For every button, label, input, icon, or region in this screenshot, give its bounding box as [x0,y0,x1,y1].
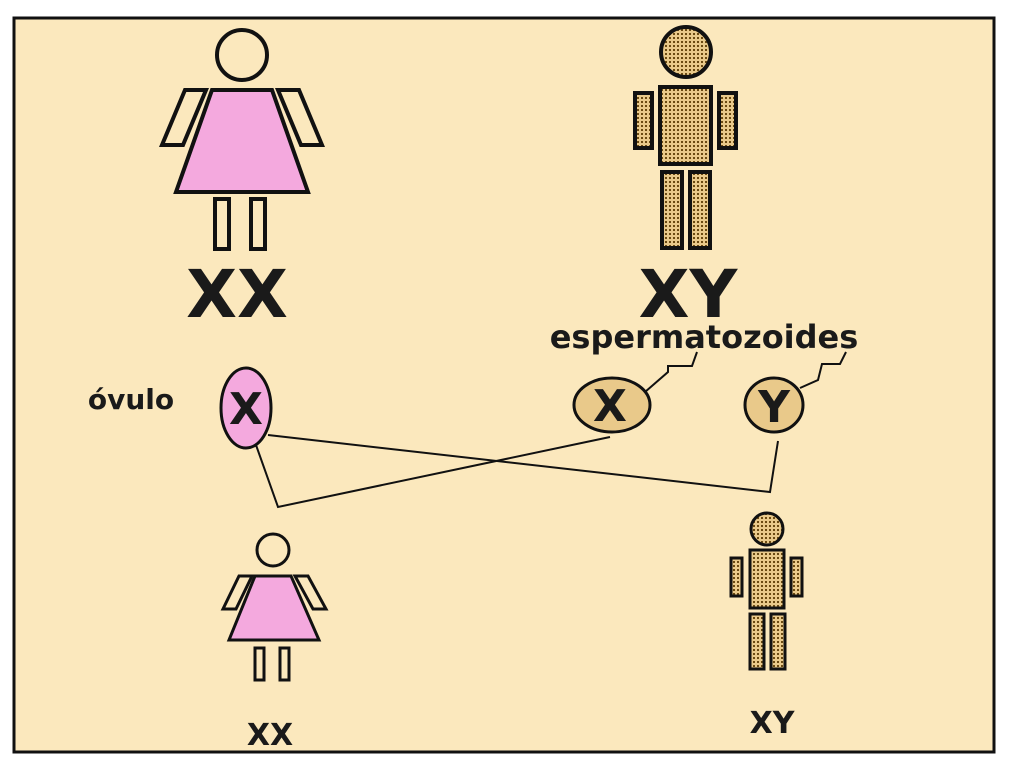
son-right-leg [769,612,787,671]
daughter-dress [226,574,322,642]
daughter-figure [220,532,329,682]
daughter-head [255,532,291,568]
son-head [749,511,785,547]
son-figure [729,511,804,671]
son-torso [748,548,786,610]
mother-right-leg [249,197,267,251]
daughter-right-arm [292,574,329,611]
father-left-arm [633,91,654,150]
cross-line-ovulo-to-y [267,434,779,494]
father-head [659,25,713,79]
ovulo-chromosome: X [229,384,263,435]
sperm-y-pointer [799,351,847,389]
son-left-leg [748,612,766,671]
father-right-leg [688,170,712,250]
sperm-x-chromosome: X [593,381,627,432]
son-right-arm [789,556,804,598]
mother-right-arm [274,88,326,147]
sperm-x-pointer [644,351,698,393]
sperm-y-chromosome: Y [757,382,791,433]
daughter-right-leg [278,646,291,682]
mother-chromosome-label: XX [186,256,288,333]
sperm-y-cell: Y [743,376,805,434]
father-left-leg [660,170,684,250]
ovulo-label: óvulo [88,383,174,416]
ovulo-cell: X [219,366,273,450]
mother-figure [158,28,326,251]
sperm-label: espermatozoides [550,318,859,356]
father-figure [633,25,738,250]
daughter-chromosome-label: XX [247,718,293,753]
mother-dress [173,88,311,194]
daughter-left-leg [253,646,266,682]
daughter-left-arm [220,574,255,611]
mother-head [215,28,269,82]
father-chromosome-label: XY [639,256,739,333]
sperm-x-cell: X [572,376,652,434]
sperm-x-shape [572,376,652,434]
father-torso [658,85,713,166]
father-right-arm [717,91,738,150]
mother-left-leg [213,197,231,251]
sperm-y-shape [743,376,805,434]
cross-line-ovulo-to-x [255,436,611,509]
son-left-arm [729,556,744,598]
son-chromosome-label: XY [750,706,796,741]
ovulo-shape [219,366,273,450]
mother-left-arm [158,88,210,147]
